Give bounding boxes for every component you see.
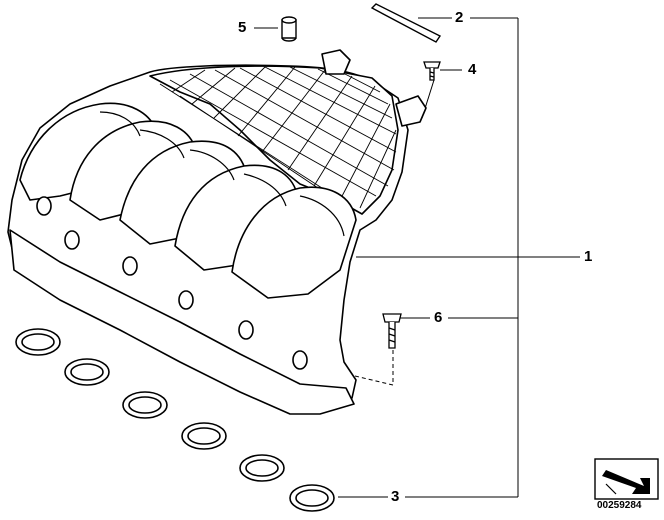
callout-2: 2 [455,9,464,26]
bolt [382,313,402,349]
callout-5: 5 [238,19,247,36]
leader-lines [254,17,580,498]
cap-plug [281,16,297,42]
callout-6: 6 [434,309,443,326]
forward-arrow-icon[interactable] [594,458,659,500]
gasket-strip [370,3,442,43]
callout-1: 1 [584,248,593,265]
callout-4: 4 [468,61,477,78]
o-ring-seals [15,328,335,512]
screw [423,61,441,81]
callout-3: 3 [391,488,400,505]
intake-manifold [7,49,427,415]
diagram-part-number: 00259284 [597,500,642,511]
